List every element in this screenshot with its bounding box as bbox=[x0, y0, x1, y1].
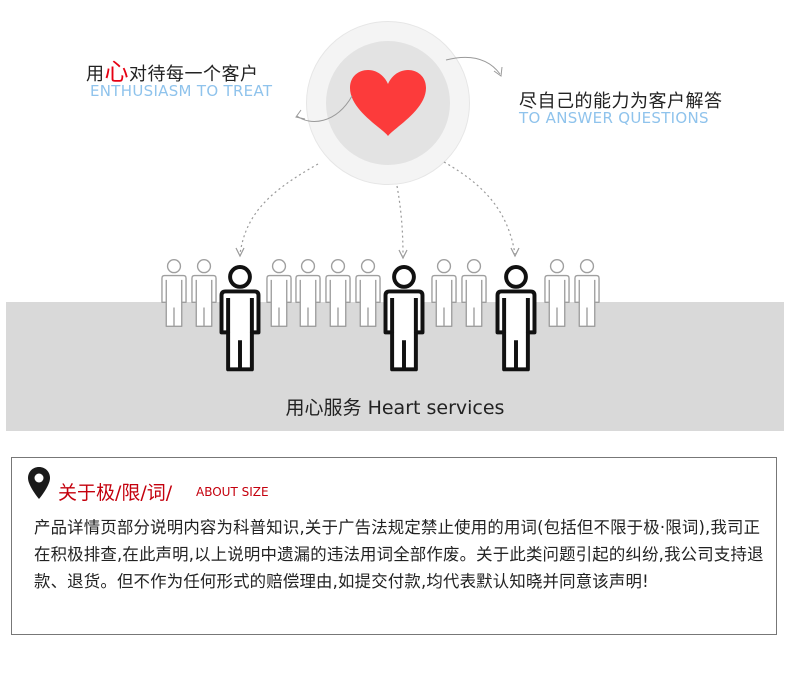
notice-body: 产品详情页部分说明内容为科普知识,关于广告法规定禁止使用的用词(包括但不限于极·… bbox=[34, 518, 764, 591]
caption-arrows bbox=[235, 56, 520, 260]
location-pin-icon bbox=[28, 467, 50, 499]
notice-box bbox=[11, 457, 777, 635]
band-title: 用心服务 Heart services bbox=[285, 397, 505, 419]
left-caption-en: ENTHUSIASM TO TREAT bbox=[90, 82, 273, 100]
notice-title: 关于极/限/词/ bbox=[58, 482, 173, 504]
left-caption-cn: 用心对待每一个客户 bbox=[86, 58, 259, 86]
notice-subtitle: ABOUT SIZE bbox=[196, 485, 269, 499]
right-caption-en: TO ANSWER QUESTIONS bbox=[519, 109, 709, 127]
heart-icon bbox=[350, 70, 426, 136]
people-group bbox=[161, 259, 600, 372]
right-caption-cn: 尽自己的能力为客户解答 bbox=[519, 91, 723, 112]
